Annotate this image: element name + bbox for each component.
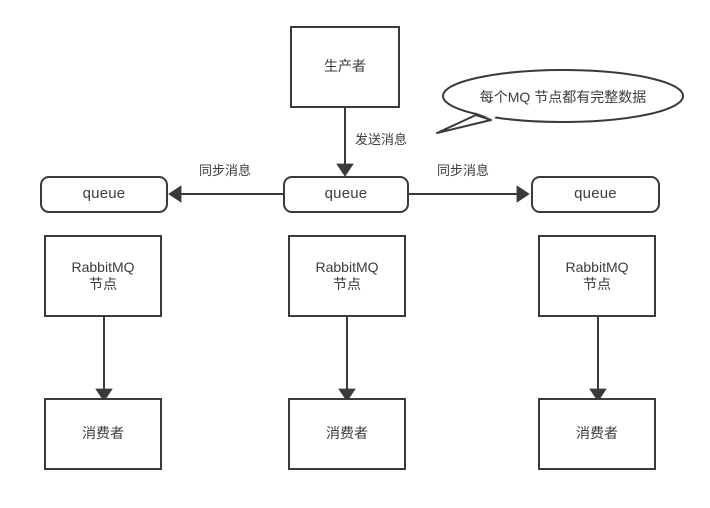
callout-bubble-shape bbox=[436, 69, 684, 134]
consumer-label-left: 消费者 bbox=[82, 425, 124, 442]
queue-box-center[interactable]: queue bbox=[283, 176, 409, 213]
rabbitmq-node-box-left[interactable]: RabbitMQ 节点 bbox=[44, 235, 162, 317]
consumer-label-center: 消费者 bbox=[326, 425, 368, 442]
queue-label-left: queue bbox=[82, 185, 126, 203]
consumer-label-right: 消费者 bbox=[576, 425, 618, 442]
consumer-box-left[interactable]: 消费者 bbox=[44, 398, 162, 470]
rabbitmq-node-label-left: RabbitMQ 节点 bbox=[71, 258, 135, 293]
consumer-box-right[interactable]: 消费者 bbox=[538, 398, 656, 470]
rabbitmq-node-label-center: RabbitMQ 节点 bbox=[315, 258, 379, 293]
edge-label-sync-message-left: 同步消息 bbox=[199, 163, 252, 178]
rabbitmq-node-box-right[interactable]: RabbitMQ 节点 bbox=[538, 235, 656, 317]
queue-label-right: queue bbox=[574, 185, 617, 203]
callout-bubble-label: 每个MQ 节点都有完整数据 bbox=[479, 89, 647, 105]
rabbitmq-node-label-right: RabbitMQ 节点 bbox=[565, 258, 629, 293]
rabbitmq-node-box-center[interactable]: RabbitMQ 节点 bbox=[288, 235, 406, 317]
queue-box-left[interactable]: queue bbox=[40, 176, 168, 213]
consumer-box-center[interactable]: 消费者 bbox=[288, 398, 406, 470]
queue-label-center: queue bbox=[324, 185, 368, 203]
edge-label-sync-message-right: 同步消息 bbox=[437, 163, 490, 178]
queue-box-right[interactable]: queue bbox=[531, 176, 660, 213]
edge-label-send-message: 发送消息 bbox=[355, 132, 408, 147]
producer-box[interactable]: 生产者 bbox=[290, 26, 400, 108]
producer-label: 生产者 bbox=[324, 58, 366, 75]
